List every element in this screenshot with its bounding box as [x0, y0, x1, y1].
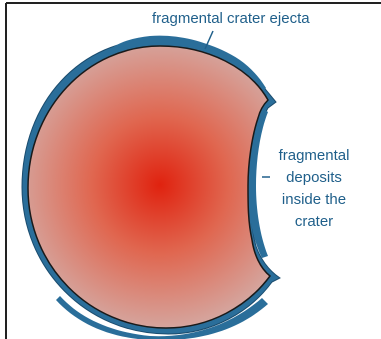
deposits-label-line-1: fragmental: [279, 147, 350, 164]
ejecta-label: fragmental crater ejecta: [152, 10, 310, 27]
deposits-label-line-3: inside the: [282, 191, 346, 208]
deposits-label-line-2: deposits: [286, 169, 342, 186]
deposits-label-line-4: crater: [295, 213, 333, 230]
